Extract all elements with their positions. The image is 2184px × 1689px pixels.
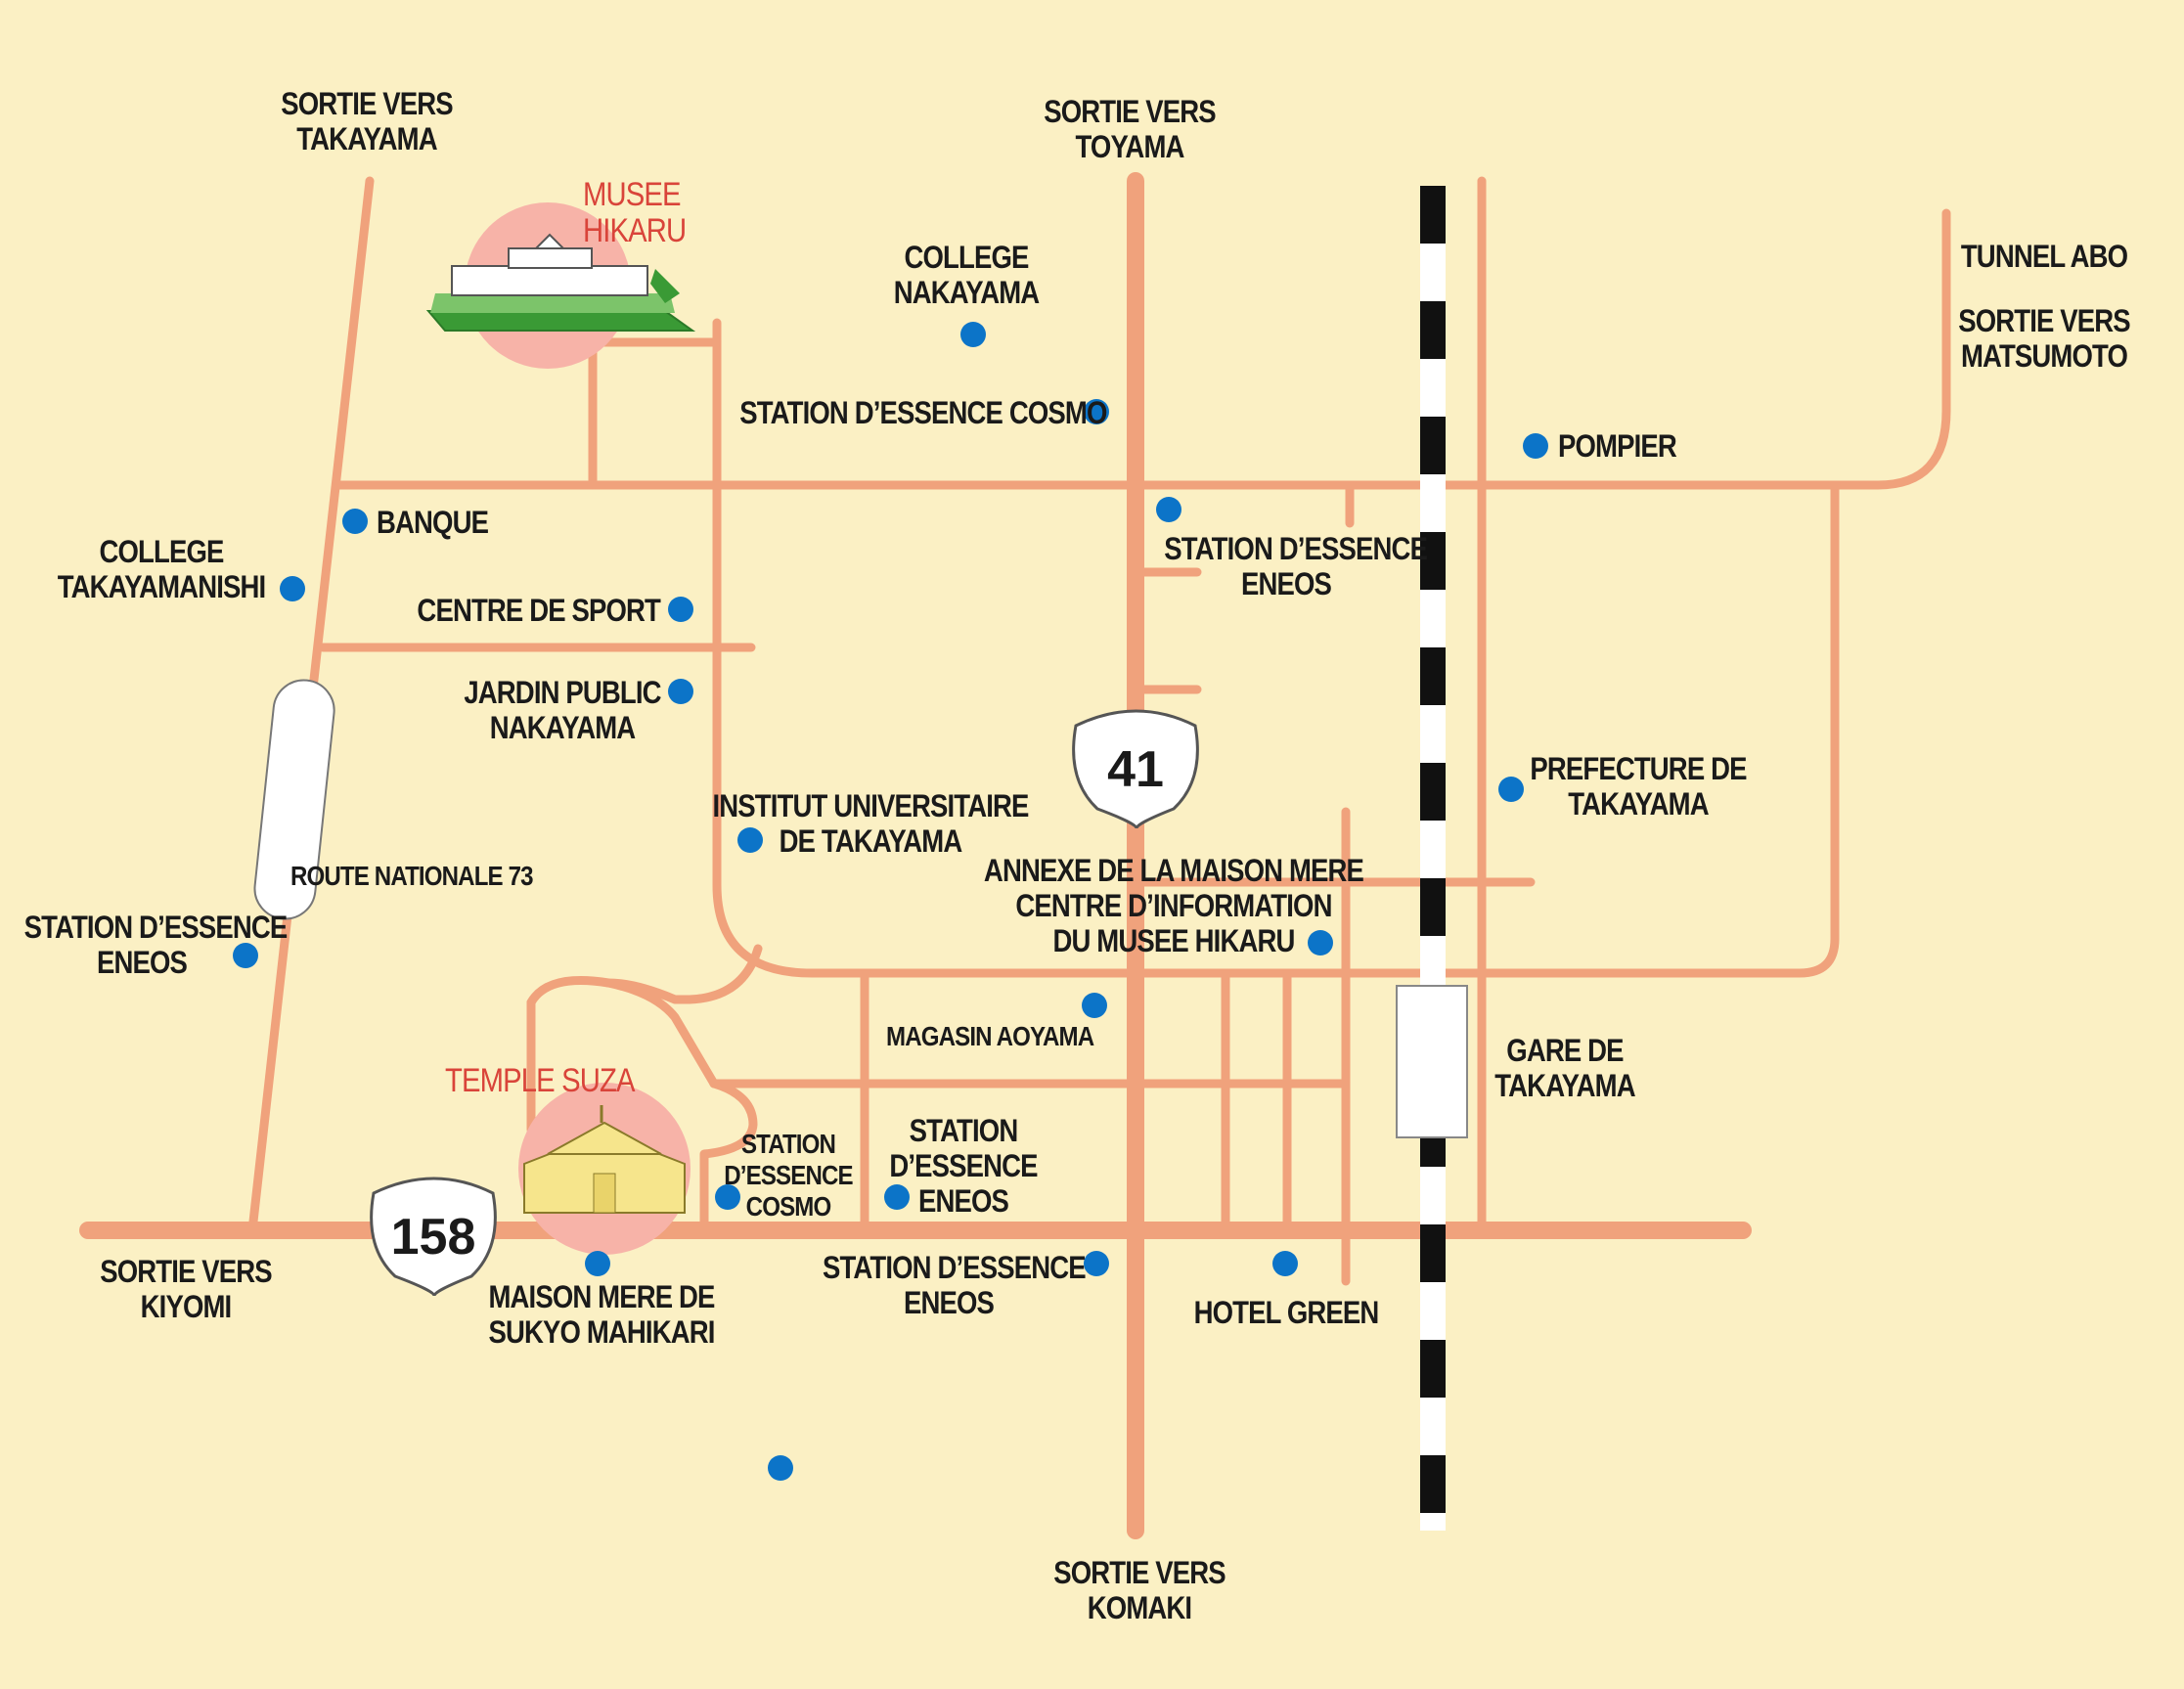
poi-dot-eneos-left [233,943,258,968]
poi-dot-magasin [1082,993,1107,1018]
cosmo-bottom-label: STATION D’ESSENCE COSMO [724,1129,853,1222]
poi-dot-banque [342,509,368,534]
poi-dot-eneos-center [1156,497,1181,522]
cosmo-top-label: STATION D’ESSENCE COSMO [739,395,1107,430]
poi-dot-maison-mere [585,1251,610,1276]
road-temple-1 [526,944,763,1007]
poi-dot-eneos-mid [884,1184,910,1210]
banque-label: BANQUE [377,505,489,540]
road-to-museum [588,337,722,490]
poi-dot-cosmo-top [1084,399,1109,424]
route-73-marker [253,679,335,920]
station-building [1396,985,1468,1138]
eneos-mid-label: STATION D’ESSENCE ENEOS [889,1113,1038,1219]
poi-dot-college-takayamanishi [280,576,305,601]
magasin-label: MAGASIN AOYAMA [886,1021,1094,1051]
railway-segment [1420,763,1446,821]
poi-dot-jardin [668,679,693,704]
railway-segment [1420,1455,1446,1513]
poi-dot-eneos-bottom [1084,1251,1109,1276]
poi-dot-hotel [1272,1251,1298,1276]
railway-segment [1420,301,1446,359]
eneos-bottom-label: STATION D’ESSENCE ENEOS [823,1250,1087,1320]
route-158-number: 158 [391,1209,476,1266]
college-takayamanishi-label: COLLEGE TAKAYAMANISHI [57,534,266,604]
road-north-east [333,208,1951,490]
railway [1420,186,1446,1531]
road-temple-4 [699,1079,758,1235]
hotel-label: HOTEL GREEN [1193,1295,1380,1330]
railway-segment [1420,1340,1446,1398]
institut-label: INSTITUT UNIVERSITAIRE DE TAKAYAMA [712,788,1029,859]
road-inner-west [712,318,1452,978]
railway-segment [1420,417,1446,474]
eneos-left-label: STATION D’ESSENCE ENEOS [23,910,289,980]
musee-illustration [425,202,696,369]
exit-takayama-label: SORTIE VERS TAKAYAMA [281,86,453,156]
annexe-label: ANNEXE DE LA MAISON MERE CENTRE D’INFORM… [983,853,1364,958]
railway-segment [1420,878,1446,936]
exit-toyama-label: SORTIE VERS TOYAMA [1044,94,1216,164]
railway-segment [1420,186,1446,244]
railway-segment [1420,647,1446,705]
poi-dot-college-nakayama [960,322,986,347]
exit-kiyomi-label: SORTIE VERS KIYOMI [100,1254,272,1324]
route-41-shield: 41 [1072,709,1199,829]
temple-label: TEMPLE SUZA [445,1062,636,1099]
exit-matsumoto-label: SORTIE VERS MATSUMOTO [1958,303,2130,374]
poi-dot-pompier [1523,433,1548,459]
route-73-label: ROUTE NATIONALE 73 [290,861,533,891]
poi-dot-prefecture [1498,777,1524,802]
railway-segment [1420,532,1446,590]
pompier-label: POMPIER [1558,428,1677,464]
prefecture-label: PREFECTURE DE TAKAYAMA [1530,751,1747,822]
jardin-label: JARDIN PUBLIC NAKAYAMA [464,675,661,745]
gare-label: GARE DE TAKAYAMA [1494,1033,1635,1103]
centre-sport-label: CENTRE DE SPORT [417,593,660,628]
exit-tunnel-label: TUNNEL ABO [1960,239,2128,274]
maison-mere-label: MAISON MERE DE SUKYO MAHIKARI [488,1279,715,1350]
route-41-number: 41 [1107,741,1164,798]
poi-dot-cosmo-bottom [715,1184,740,1210]
exit-komaki-label: SORTIE VERS KOMAKI [1053,1555,1226,1625]
poi-dot-annexe [1308,930,1333,956]
road-east-loop [1443,480,1840,978]
poi-dot-unlabeled [768,1455,793,1481]
poi-dot-centre-sport [668,597,693,622]
route-158-shield: 158 [370,1177,497,1297]
college-nakayama-label: COLLEGE NAKAYAMA [893,240,1040,310]
poi-dot-institut [737,827,763,853]
railway-segment [1420,1224,1446,1282]
eneos-center-label: STATION D’ESSENCE ENEOS [1164,531,1428,601]
road-temple-2 [603,978,719,1089]
musee-label: MUSEE HIKARU [583,176,687,249]
temple-illustration [518,1083,691,1255]
